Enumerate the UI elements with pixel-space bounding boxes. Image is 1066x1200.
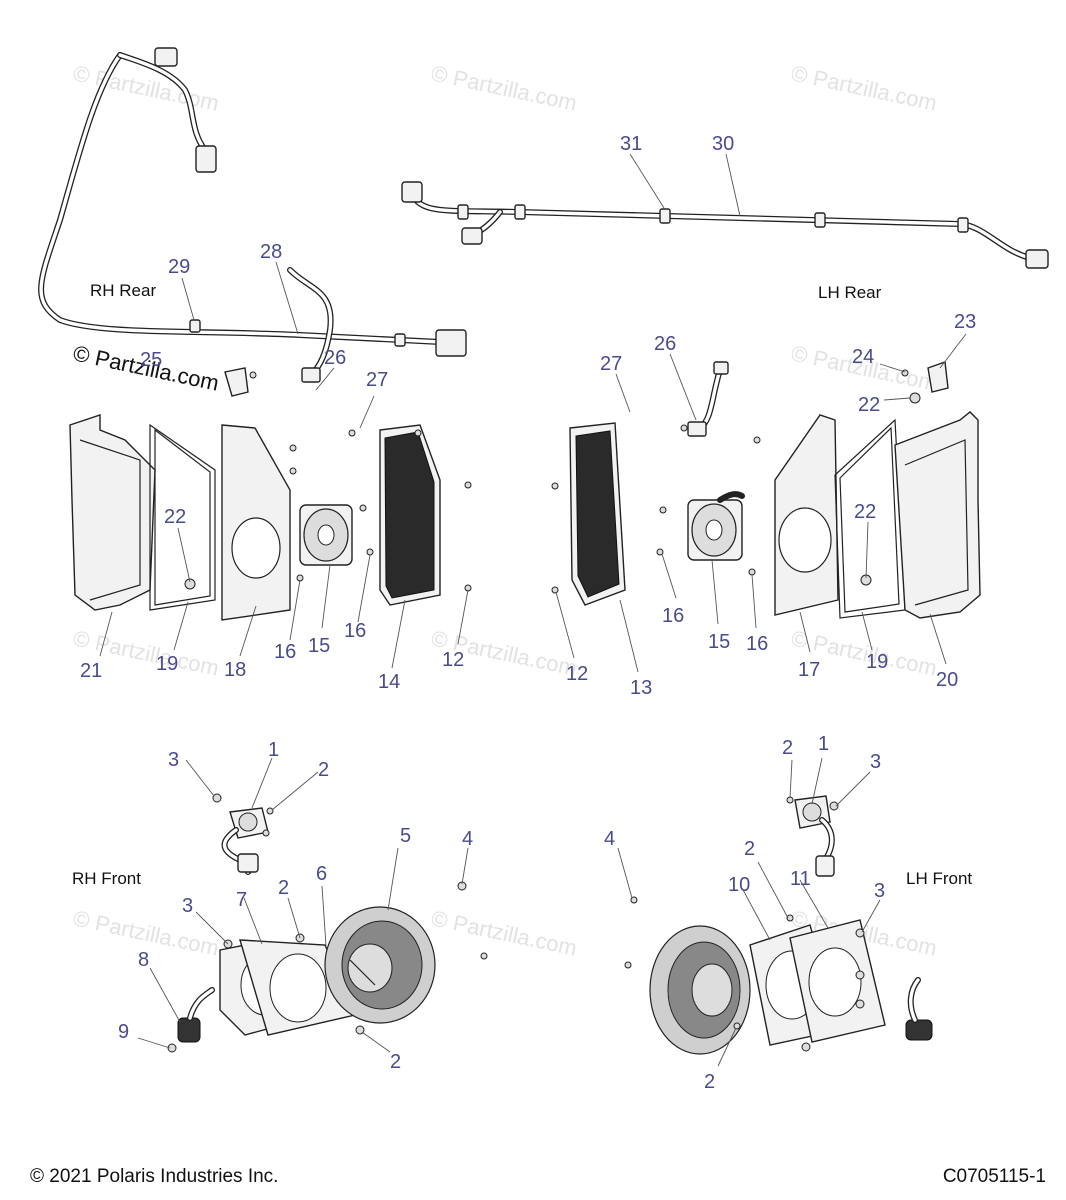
- rh-rear-speaker: [299, 504, 353, 566]
- callout-3: 3: [182, 895, 193, 917]
- callout-4: 4: [604, 828, 615, 850]
- callout-2: 2: [704, 1071, 715, 1093]
- callout-22: 22: [164, 506, 186, 528]
- callout-numbers: 29 28 31 30 25 26 27 27 26 23 24 22 22 2…: [80, 133, 976, 1093]
- callout-12: 12: [442, 649, 464, 671]
- callout-2: 2: [318, 759, 329, 781]
- diagram-code: C0705115-1: [943, 1166, 1046, 1187]
- callout-1: 1: [268, 739, 279, 761]
- callout-17: 17: [798, 659, 820, 681]
- callout-3: 3: [874, 880, 885, 902]
- callout-1: 1: [818, 733, 829, 755]
- callout-26: 26: [324, 347, 346, 369]
- callout-31: 31: [620, 133, 642, 155]
- callout-3: 3: [168, 749, 179, 771]
- callout-19: 19: [866, 651, 888, 673]
- rh-front-speaker-assembly: [167, 793, 488, 1053]
- callout-23: 23: [954, 311, 976, 333]
- callout-24: 24: [852, 346, 874, 368]
- callout-15: 15: [708, 631, 730, 653]
- rh-front-connector: [177, 987, 215, 1043]
- lh-rear-speaker: [687, 499, 743, 561]
- label-rh-rear: RH Rear: [90, 281, 156, 300]
- lh-rear-enclosure: [894, 411, 981, 619]
- callout-19: 19: [156, 653, 178, 675]
- lh-front-speaker-assembly: [624, 795, 933, 1055]
- callout-9: 9: [118, 1021, 129, 1043]
- callout-16: 16: [344, 620, 366, 642]
- callout-16: 16: [274, 641, 296, 663]
- callout-8: 8: [138, 949, 149, 971]
- callout-12: 12: [566, 663, 588, 685]
- callout-14: 14: [378, 671, 400, 693]
- callout-16: 16: [662, 605, 684, 627]
- callout-6: 6: [316, 863, 327, 885]
- lh-front-connector: [905, 977, 933, 1041]
- callout-2: 2: [278, 877, 289, 899]
- callout-13: 13: [630, 677, 652, 699]
- footer: © 2021 Polaris Industries Inc. C0705115-…: [30, 1166, 1046, 1187]
- callout-3: 3: [870, 751, 881, 773]
- callout-29: 29: [168, 256, 190, 278]
- callout-27: 27: [366, 369, 388, 391]
- callout-5: 5: [400, 825, 411, 847]
- callout-11: 11: [790, 868, 811, 890]
- callout-7: 7: [236, 889, 247, 911]
- lh-rear-speaker-assembly: [551, 361, 981, 619]
- lh-front-speaker: [649, 925, 751, 1055]
- section-labels: RH Rear LH Rear RH Front LH Front: [72, 281, 972, 888]
- label-lh-rear: LH Rear: [818, 283, 882, 302]
- rh-front-speaker: [324, 906, 436, 1024]
- leader-lines: [99, 153, 967, 1067]
- watermark: © Partzilla.com: [429, 60, 579, 115]
- callout-18: 18: [224, 659, 246, 681]
- callout-27: 27: [600, 353, 622, 375]
- callout-10: 10: [728, 874, 750, 896]
- callout-2: 2: [744, 838, 755, 860]
- lh-rear-harness: [401, 181, 1049, 269]
- watermark: © Partzilla.com: [789, 60, 939, 115]
- watermark: © Partzilla.com: [429, 905, 579, 960]
- callout-2: 2: [390, 1051, 401, 1073]
- callout-30: 30: [712, 133, 734, 155]
- callout-16: 16: [746, 633, 768, 655]
- callout-22: 22: [858, 394, 880, 416]
- callout-21: 21: [80, 660, 102, 682]
- label-lh-front: LH Front: [906, 869, 972, 888]
- callout-2: 2: [782, 737, 793, 759]
- copyright: © 2021 Polaris Industries Inc.: [30, 1166, 278, 1187]
- callout-28: 28: [260, 241, 282, 263]
- rh-rear-enclosure: [69, 414, 156, 611]
- callout-25: 25: [140, 349, 162, 371]
- rh-rear-gasket: [149, 423, 216, 611]
- callout-4: 4: [462, 828, 473, 850]
- callout-15: 15: [308, 635, 330, 657]
- label-rh-front: RH Front: [72, 869, 141, 888]
- callout-22: 22: [854, 501, 876, 523]
- rh-rear-harness: [38, 47, 467, 357]
- callout-26: 26: [654, 333, 676, 355]
- callout-20: 20: [936, 669, 958, 691]
- rh-rear-speaker-assembly: [69, 267, 472, 621]
